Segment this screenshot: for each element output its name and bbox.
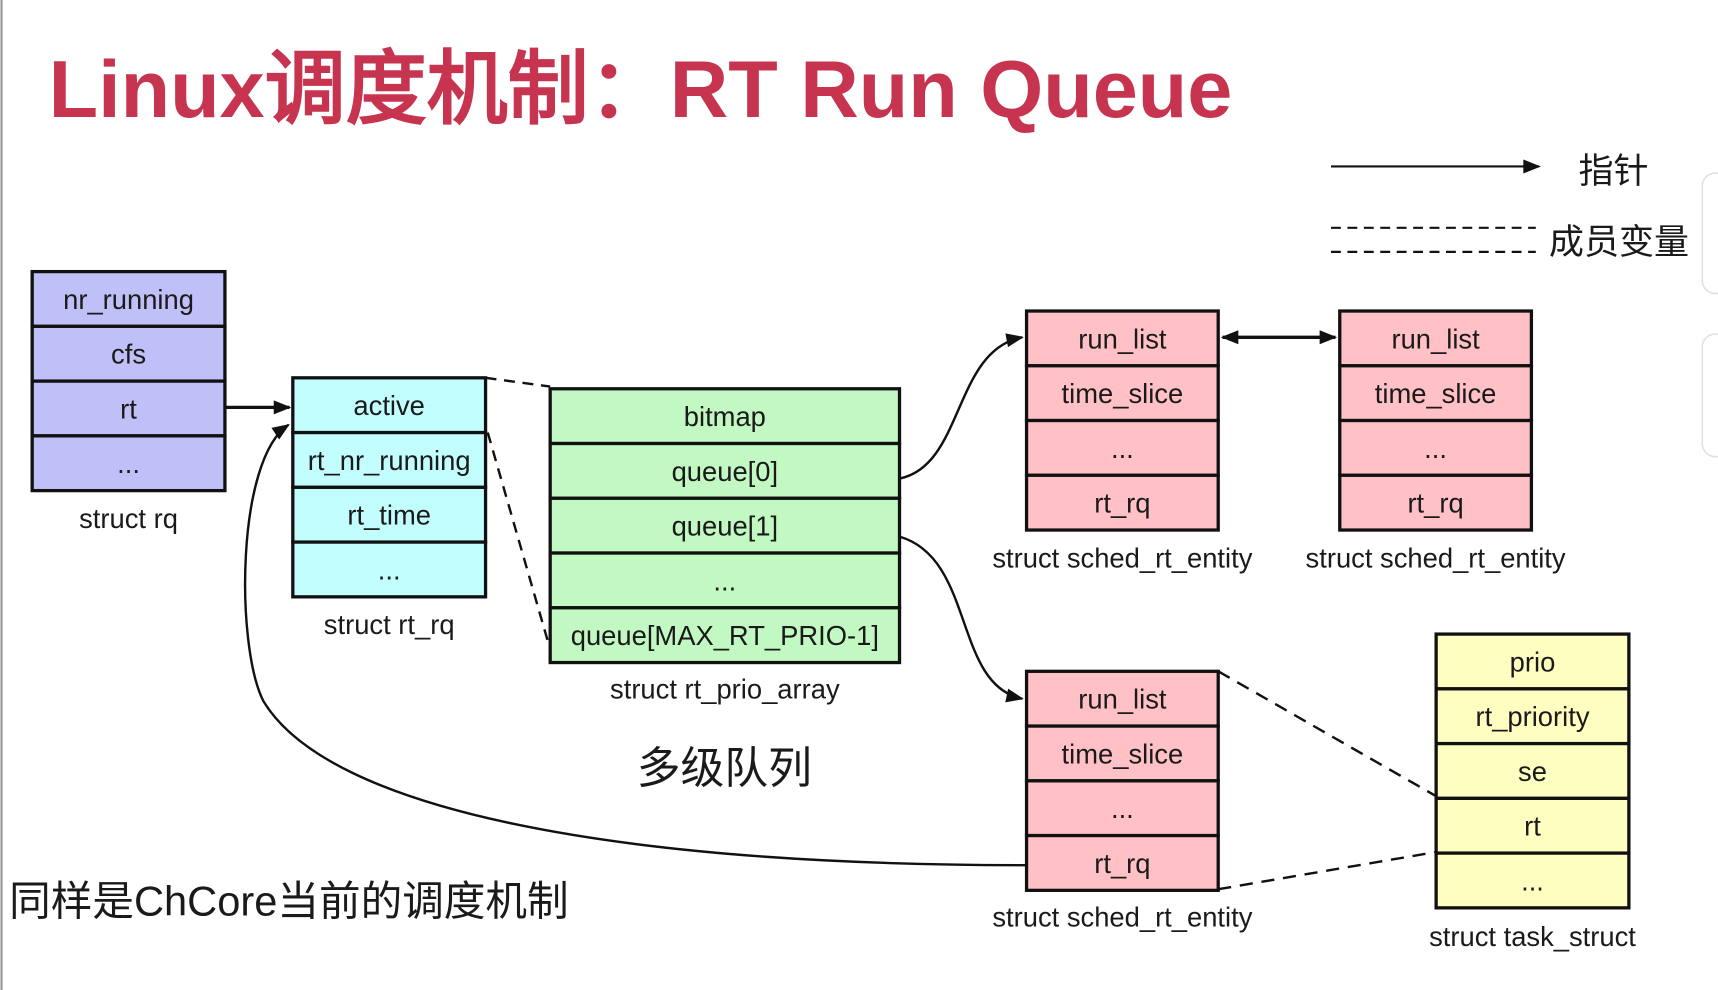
- field-label: nr_running: [63, 284, 194, 315]
- left-edge: [0, 0, 3, 990]
- struct-prio_array: bitmap queue[0] queue[1]... queue[MAX_RT_PR…: [548, 387, 902, 705]
- field-label: ...: [1424, 433, 1447, 464]
- struct-caption: struct rt_rq: [324, 609, 455, 640]
- field-cell: [1024, 833, 1220, 892]
- field-cell: [1434, 687, 1631, 746]
- legend-pointer-label: 指针: [1579, 152, 1649, 191]
- field-cell: [1338, 418, 1534, 477]
- field-cell: [1024, 418, 1220, 477]
- field-label: ...: [1521, 865, 1544, 896]
- field-label: time_slice: [1062, 738, 1184, 769]
- legend-member-label: 成员变量: [1549, 223, 1689, 262]
- field-label: queue[1]: [672, 511, 779, 542]
- field-label: queue[0]: [672, 456, 779, 487]
- chcore-note: 同样是ChCore当前的调度机制: [9, 878, 568, 925]
- field-label: run_list: [1391, 323, 1480, 354]
- field-label: ...: [713, 565, 736, 596]
- overlay-card-1[interactable]: [1701, 172, 1718, 295]
- field-cell: [548, 551, 902, 610]
- field-cell: [1434, 851, 1631, 910]
- field-label: ...: [117, 448, 140, 479]
- dash-rt-rq-active-bottom: [486, 432, 550, 643]
- arrow-queue1-to-entity3: [899, 535, 1024, 703]
- field-label: rt: [1524, 811, 1541, 842]
- field-label: time_slice: [1062, 378, 1184, 409]
- field-cell: [1338, 364, 1534, 423]
- field-cell: [30, 379, 227, 438]
- field-label: rt_priority: [1475, 701, 1589, 732]
- field-cell: [291, 485, 488, 544]
- field-label: active: [353, 390, 424, 421]
- field-label: ...: [1111, 433, 1134, 464]
- field-cell: [1024, 779, 1220, 838]
- dash-entity3-task-bottom: [1218, 850, 1437, 891]
- field-label: rt_time: [347, 500, 431, 531]
- struct-caption: struct sched_rt_entity: [992, 901, 1252, 932]
- field-cell: [1024, 364, 1220, 423]
- dash-entity3-task-top: [1217, 670, 1437, 798]
- field-cell: [548, 387, 902, 446]
- field-label: rt_rq: [1094, 848, 1150, 879]
- field-cell: [291, 376, 488, 435]
- field-cell: [1434, 632, 1631, 691]
- field-cell: [291, 430, 488, 489]
- field-cell: [30, 324, 227, 383]
- field-label: ...: [378, 554, 401, 585]
- field-label: run_list: [1078, 323, 1167, 354]
- field-cell: [548, 441, 902, 500]
- struct-caption: struct sched_rt_entity: [1306, 542, 1566, 573]
- field-cell: [1434, 741, 1631, 800]
- field-label: prio: [1510, 646, 1556, 677]
- arrow-entity-rt-rq-to-rt-rq: [243, 423, 1027, 867]
- overlay-card-2[interactable]: [1701, 333, 1718, 458]
- field-label: ...: [1111, 793, 1134, 824]
- field-label: rt: [120, 393, 137, 424]
- field-label: queue[MAX_RT_PRIO-1]: [571, 620, 879, 651]
- struct-caption: struct task_struct: [1429, 921, 1636, 952]
- field-cell: [548, 606, 902, 665]
- field-label: cfs: [111, 339, 146, 370]
- field-cell: [1434, 796, 1631, 855]
- field-label: rt_rq: [1407, 488, 1463, 519]
- field-cell: [548, 496, 902, 555]
- field-label: rt_rq: [1094, 488, 1150, 519]
- field-cell: [291, 540, 488, 599]
- field-cell: [1338, 309, 1534, 368]
- field-label: bitmap: [684, 401, 766, 432]
- field-cell: [1024, 473, 1220, 532]
- struct-caption: struct sched_rt_entity: [992, 542, 1252, 573]
- page-title: Linux调度机制：RT Run Queue: [49, 45, 1233, 135]
- legend: 指针 成员变量: [1331, 152, 1689, 262]
- struct-rt_rq: active rt_nr_running rt_time... struct rt_r…: [291, 376, 488, 640]
- dash-rt-rq-active-top: [485, 376, 551, 388]
- field-cell: [1024, 309, 1220, 368]
- field-label: rt_nr_running: [308, 445, 471, 476]
- field-cell: [30, 434, 227, 493]
- field-label: run_list: [1078, 684, 1167, 715]
- connectors: [224, 330, 1437, 891]
- field-cell: [1338, 473, 1534, 532]
- struct-caption: struct rq: [79, 503, 178, 534]
- field-label: se: [1518, 756, 1547, 787]
- struct-caption: struct rt_prio_array: [610, 674, 840, 705]
- multilevel-queue-label: 多级队列: [637, 744, 812, 793]
- arrow-queue0-to-entity1: [899, 333, 1024, 480]
- field-label: time_slice: [1375, 378, 1497, 409]
